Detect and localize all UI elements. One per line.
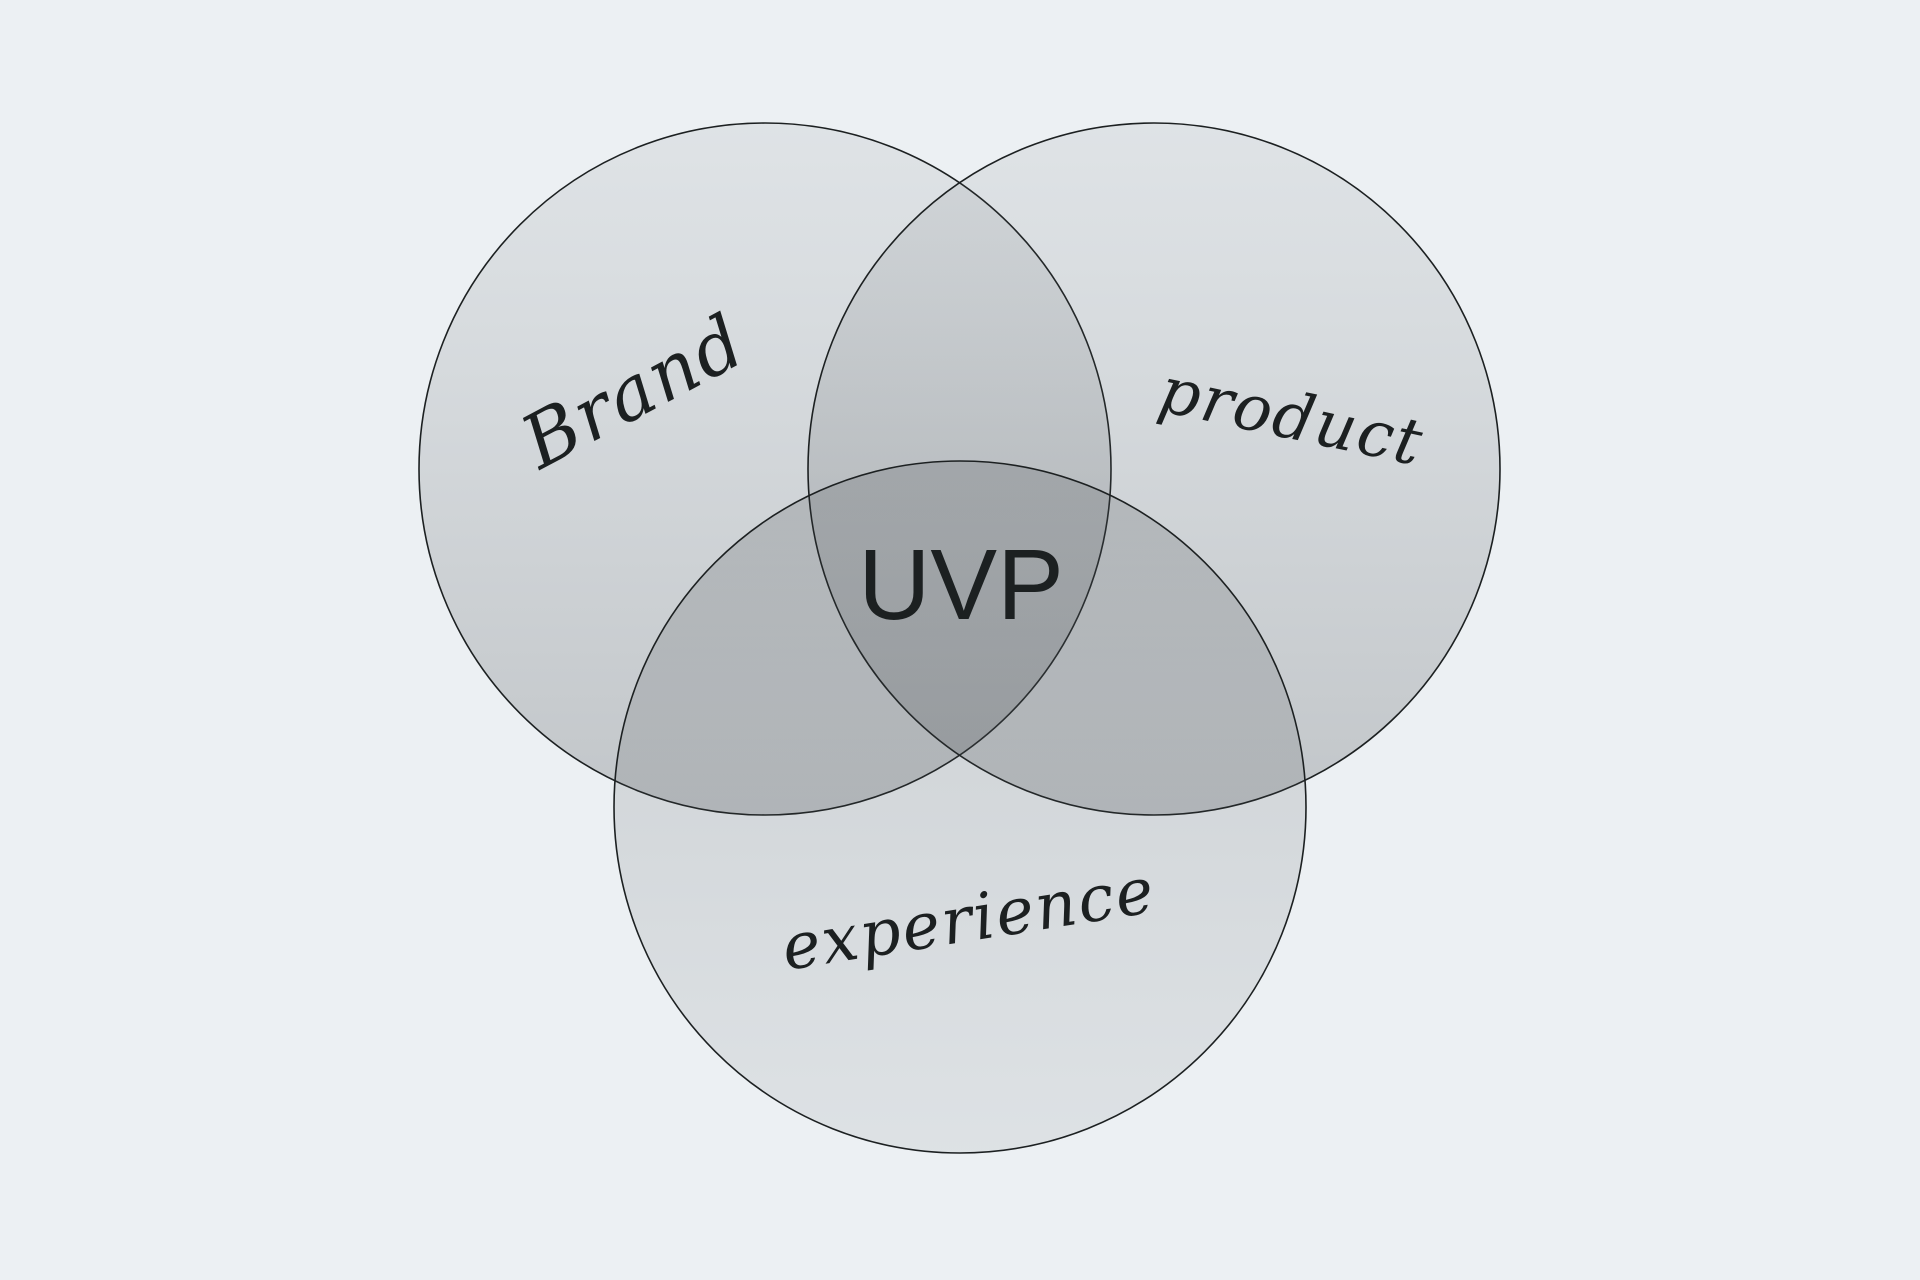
circle-experience xyxy=(613,460,1307,1154)
center-label-uvp: UVP xyxy=(858,529,1064,641)
